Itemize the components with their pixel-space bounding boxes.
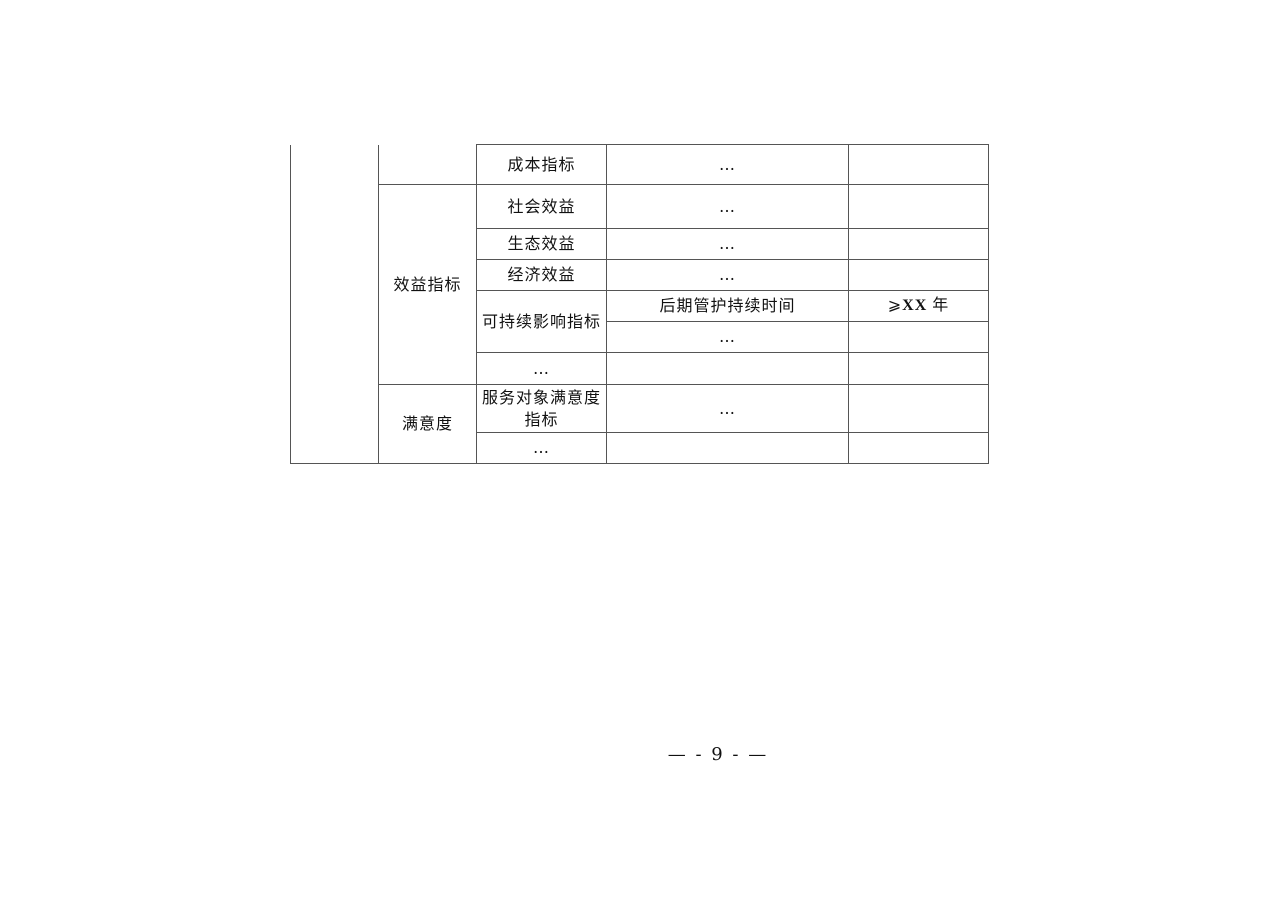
level3-indicator-cell: 成本指标 [476,144,607,185]
table-row: 成本指标 … [290,144,989,464]
table-row: 经济效益 … [291,259,989,291]
level1-cell-continued [290,144,379,464]
level3-indicator-cell: 社会效益 [476,184,607,229]
target-unit: 年 [927,297,950,314]
table-row: 生态效益 … [291,228,989,260]
level3-indicator-cell: 经济效益 [476,259,607,291]
greater-equal-symbol: ⩾ [887,297,903,314]
indicator-target-cell [848,321,989,353]
table-row: 可持续影响指标 后期管护持续时间 ⩾XX 年 [291,290,989,353]
level2-category-cell: 效益指标 [378,184,477,385]
indicator-content-cell [606,352,849,385]
table-row: 满意度 服务对象满意度指标 … [291,384,989,464]
performance-indicator-table: 成本指标 … 效益指标 社会效益 … 生态效益 … 经济效益 … [290,144,989,464]
table-row: … [291,321,989,353]
indicator-content-cell: … [606,384,849,433]
indicator-target-cell [848,384,989,433]
indicator-content-cell: 后期管护持续时间 [606,290,849,322]
indicator-target-cell [848,144,989,185]
level2-category-cell: 满意度 [378,384,477,464]
indicator-target-cell [848,184,989,229]
indicator-target-cell: ⩾XX 年 [848,290,989,322]
level3-indicator-cell: 生态效益 [476,228,607,260]
indicator-content-cell: … [606,228,849,260]
level2-cell-continued [378,144,477,185]
page-number: — - 9 - — [667,744,769,765]
table-row: 效益指标 社会效益 … [291,184,989,385]
level3-indicator-cell: 可持续影响指标 [476,290,607,353]
level3-indicator-cell: … [476,352,607,385]
indicator-content-cell: … [606,321,849,353]
table-row: … [291,352,989,385]
indicator-content-cell [606,432,849,464]
indicator-target-cell [848,228,989,260]
indicator-content-cell: … [606,259,849,291]
indicator-target-cell [848,432,989,464]
table-row: … [291,432,989,464]
indicator-target-cell [848,259,989,291]
indicator-content-cell: … [606,144,849,185]
level3-indicator-cell: … [476,432,607,464]
indicator-content-cell: … [606,184,849,229]
level3-indicator-cell: 服务对象满意度指标 [476,384,607,433]
indicator-target-cell [848,352,989,385]
target-value-placeholder: XX [902,297,928,314]
